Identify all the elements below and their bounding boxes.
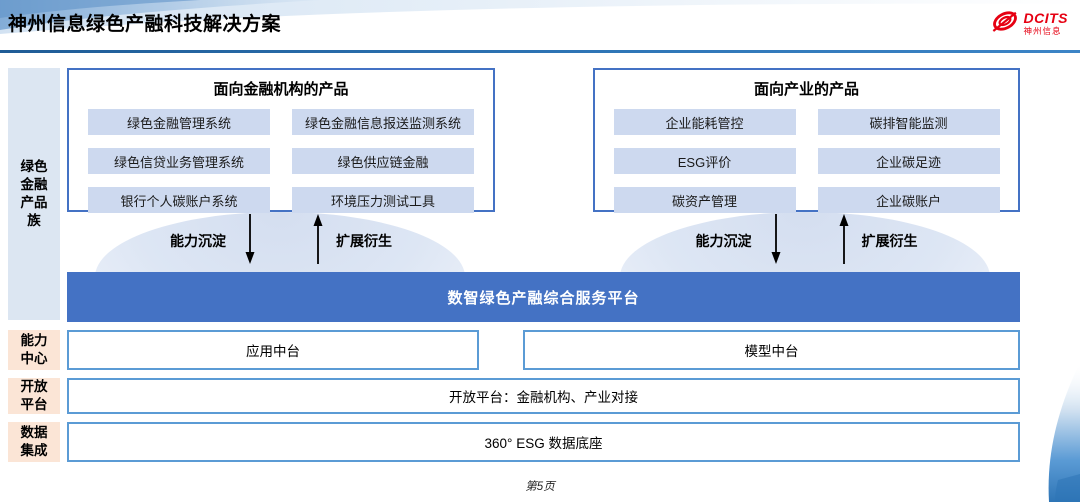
up-arrow-icon	[312, 213, 324, 269]
product-item: 企业能耗管控	[613, 109, 796, 135]
dome-background-left	[95, 212, 465, 272]
industry-products-title: 面向产业的产品	[753, 81, 859, 98]
logo-brand-text: DCITS	[1023, 10, 1068, 27]
down-arrow-icon	[770, 213, 782, 269]
industry-products-grid: 企业能耗管控 碳排智能监测 ESG评价 企业碳足迹 碳资产管理 企业碳账户	[595, 109, 1018, 213]
product-item: 环境压力测试工具	[292, 187, 474, 213]
expand-derive-label: 扩展衍生	[861, 233, 918, 249]
corner-swoosh-graphic	[1048, 362, 1080, 502]
sidebar-label-text: 数据集成	[20, 424, 48, 458]
product-item: 绿色金融管理系统	[88, 109, 270, 135]
app-middle-platform-box: 应用中台	[67, 330, 479, 370]
logo-sub-text: 神州信息	[1023, 26, 1062, 37]
capability-deposit-label: 能力沉淀	[170, 233, 226, 249]
down-arrow-icon	[244, 213, 256, 269]
product-item: 企业碳账户	[817, 187, 1000, 213]
flow-group-right: 能力沉淀 扩展衍生	[593, 213, 1020, 269]
product-item: 银行个人碳账户系统	[88, 187, 270, 213]
sidebar-label-data-integration: 数据集成	[8, 422, 60, 462]
capability-deposit-label: 能力沉淀	[695, 233, 752, 249]
financial-products-box: 面向金融机构的产品 绿色金融管理系统 绿色金融信息报送监测系统 绿色信贷业务管理…	[67, 68, 495, 213]
product-item: 绿色信贷业务管理系统	[88, 148, 270, 174]
company-logo: DCITS 神州信息	[990, 8, 1069, 39]
product-item: ESG评价	[613, 148, 796, 174]
sidebar-label-open-platform: 开放平台	[8, 378, 60, 414]
product-item: 企业碳足迹	[817, 148, 1000, 174]
flow-group-left: 能力沉淀 扩展衍生	[67, 213, 495, 269]
product-item: 碳资产管理	[613, 187, 796, 213]
financial-products-grid: 绿色金融管理系统 绿色金融信息报送监测系统 绿色信贷业务管理系统 绿色供应链金融…	[69, 109, 493, 213]
sidebar-label-product-family: 绿色金融产品族	[8, 68, 60, 320]
product-item: 碳排智能监测	[817, 109, 1000, 135]
sidebar-label-text: 开放平台	[20, 378, 48, 412]
model-middle-platform-box: 模型中台	[523, 330, 1020, 370]
product-item: 绿色金融信息报送监测系统	[292, 109, 474, 135]
esg-data-base-box: 360° ESG 数据底座	[67, 422, 1020, 462]
product-item: 绿色供应链金融	[292, 148, 474, 174]
open-platform-box: 开放平台：金融机构、产业对接	[67, 378, 1020, 414]
financial-products-title: 面向金融机构的产品	[213, 81, 349, 98]
page-number: 第5页	[525, 481, 555, 493]
up-arrow-icon	[838, 213, 850, 269]
header-swoosh-graphic	[0, 0, 1080, 34]
sidebar-label-text: 能力中心	[20, 332, 48, 366]
header-divider	[0, 50, 1080, 53]
industry-products-box: 面向产业的产品 企业能耗管控 碳排智能监测 ESG评价 企业碳足迹 碳资产管理 …	[593, 68, 1020, 213]
page-title: 神州信息绿色产融科技解决方案	[8, 14, 282, 35]
sidebar-label-text: 绿色金融产品族	[20, 158, 48, 229]
logo-swoosh-icon	[990, 8, 1020, 39]
sidebar-label-capability-center: 能力中心	[8, 330, 60, 370]
expand-derive-label: 扩展衍生	[336, 233, 392, 249]
platform-bar: 数智绿色产融综合服务平台	[67, 272, 1020, 322]
dome-background-right	[620, 212, 990, 272]
